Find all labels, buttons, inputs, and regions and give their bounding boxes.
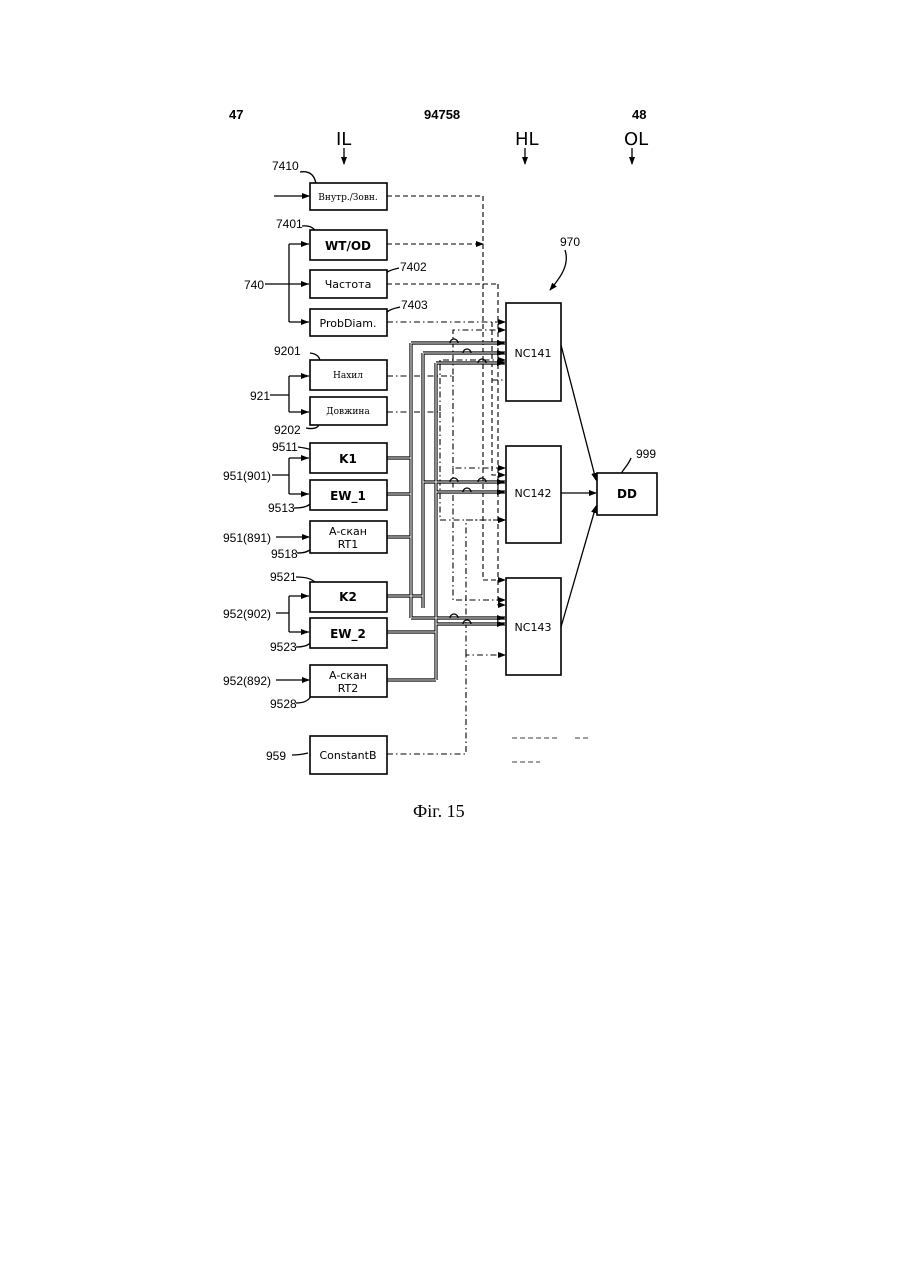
box-label-9518-line2: RT1 <box>338 538 359 551</box>
input-box-7402: Частота <box>310 270 387 298</box>
ref-951-901: 951(901) <box>223 469 271 483</box>
layer-label-il: IL <box>336 129 351 150</box>
node-label-dd: DD <box>617 487 637 501</box>
box-label-9528-line2: RT2 <box>338 682 359 695</box>
ref-970: 970 <box>560 235 580 249</box>
box-label-9518-line1: A-скан <box>329 525 367 538</box>
input-box-9528: A-скан RT2 <box>310 665 387 697</box>
input-box-9201: Нахил <box>310 360 387 390</box>
ref-9511: 9511 <box>272 440 298 454</box>
ref-9528: 9528 <box>270 697 297 711</box>
hidden-node-nc142: NC142 <box>506 446 561 543</box>
ref-999: 999 <box>636 447 656 461</box>
box-label-9201: Нахил <box>333 371 363 381</box>
ref-9521: 9521 <box>270 570 297 584</box>
input-box-9202: Довжина <box>310 397 387 425</box>
ref-951-891: 951(891) <box>223 531 271 545</box>
ref-9523: 9523 <box>270 640 297 654</box>
node-label-nc142: NC142 <box>515 487 552 500</box>
box-label-7401: WT/OD <box>325 239 371 253</box>
node-label-nc143: NC143 <box>515 621 552 634</box>
box-label-9521: K2 <box>339 590 357 604</box>
neural-network-diagram: IL HL OL <box>0 0 901 900</box>
input-box-959: ConstantB <box>310 736 387 774</box>
input-box-9521: K2 <box>310 582 387 612</box>
ref-9513: 9513 <box>268 501 295 515</box>
ref-7402: 7402 <box>400 260 427 274</box>
input-box-7401: WT/OD <box>310 230 387 260</box>
input-box-9511: K1 <box>310 443 387 473</box>
ref-9202: 9202 <box>274 423 301 437</box>
box-label-959: ConstantB <box>320 749 377 762</box>
box-label-9511: K1 <box>339 452 357 466</box>
ref-9201: 9201 <box>274 344 301 358</box>
layer-label-hl: HL <box>515 129 539 150</box>
input-box-9518: A-скан RT1 <box>310 521 387 553</box>
box-label-9513: EW_1 <box>330 489 366 504</box>
box-label-7402: Частота <box>325 278 372 291</box>
ref-7410: 7410 <box>272 159 299 173</box>
input-box-9513: EW_1 <box>310 480 387 510</box>
ref-740: 740 <box>244 278 264 292</box>
input-box-9523: EW_2 <box>310 618 387 648</box>
ref-952-892: 952(892) <box>223 674 271 688</box>
ref-7401: 7401 <box>276 217 303 231</box>
box-label-9202: Довжина <box>326 407 370 417</box>
ref-9518: 9518 <box>271 547 298 561</box>
box-label-7410: Внутр./Зовн. <box>318 193 378 203</box>
ref-959: 959 <box>266 749 286 763</box>
ref-952-902: 952(902) <box>223 607 271 621</box>
box-label-9523: EW_2 <box>330 627 366 642</box>
signal-bus <box>387 343 505 680</box>
hidden-node-nc143: NC143 <box>506 578 561 675</box>
ref-7403: 7403 <box>401 298 428 312</box>
input-box-7403: ProbDiam. <box>310 309 387 336</box>
output-node-dd: DD <box>597 473 657 515</box>
node-label-nc141: NC141 <box>515 347 552 360</box>
hidden-node-nc141: NC141 <box>506 303 561 401</box>
input-box-7410: Внутр./Зовн. <box>310 183 387 210</box>
box-label-9528-line1: A-скан <box>329 669 367 682</box>
ref-921: 921 <box>250 389 270 403</box>
box-label-7403: ProbDiam. <box>320 317 377 330</box>
figure-caption: Фіг. 15 <box>413 801 465 822</box>
layer-label-ol: OL <box>624 129 648 150</box>
